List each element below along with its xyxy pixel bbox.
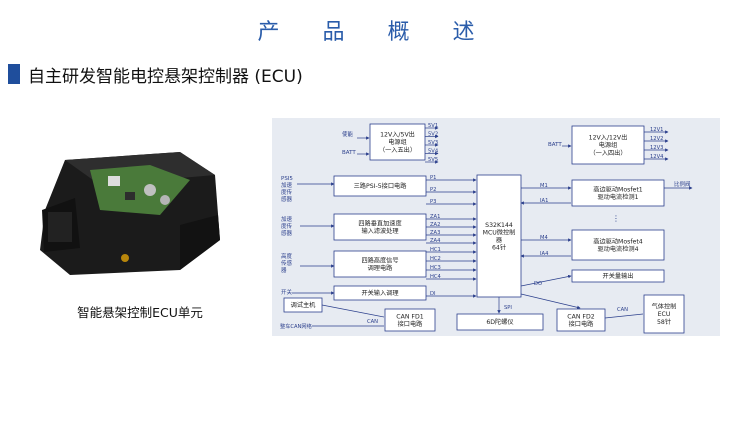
valve-label: 比例阀 (674, 180, 691, 188)
debug-host-label: 调试主机 (291, 301, 317, 309)
vehicle-can-label: 整车CAN网络 (280, 322, 312, 330)
can-label-1: CAN (367, 319, 378, 325)
p-signal-label: P2 (430, 187, 436, 193)
pump-can-line (604, 313, 644, 319)
debug-can-line (321, 304, 385, 318)
switch-output-label: 开关量输出 (603, 272, 634, 280)
za-signal-label: ZA2 (430, 222, 440, 228)
spi-label: SPI (504, 305, 512, 311)
gyro-6d-label: 6D陀螺仪 (486, 318, 513, 326)
mosfet4-driver-label: 驱动电流检测4 (597, 245, 638, 253)
canfd1-interface-box (384, 308, 436, 332)
za-signal-label: ZA1 (430, 214, 440, 220)
di-signal-label: DI (430, 291, 436, 297)
power-group-left-label: （一入五出） (379, 146, 416, 154)
power-group-right-box (571, 125, 645, 165)
p-signal-label: P3 (430, 199, 436, 205)
power-group-right-label: 电源组 (599, 141, 618, 149)
power-output-label: 5V3 (428, 140, 438, 146)
m1-label: M1 (540, 183, 548, 189)
power-group-left-label: 电源组 (388, 138, 407, 146)
ia4-label: IA4 (540, 251, 549, 257)
batt-label-right: BATT (548, 142, 562, 148)
power-output-label: 5V5 (428, 157, 438, 163)
power12-output-label: 12V1 (650, 127, 663, 133)
switch-input-label: 开关输入调理 (361, 289, 398, 297)
power-group-left-label: 12V入/5V出 (380, 131, 415, 139)
canfd2-interface-label: 接口电路 (569, 320, 595, 328)
pump-ecu-box (643, 294, 685, 334)
height-conditioning-label: 调理电路 (368, 264, 394, 272)
section-marker (8, 64, 20, 84)
accel-filter-label: 输入滤波处理 (361, 227, 398, 235)
height-sensor-label: 器 (281, 267, 287, 274)
psi5-interface-box (333, 175, 427, 197)
switch-label: 开关 (281, 288, 293, 296)
mosfet4-driver-label: 高边驱动Mosfet4 (593, 237, 643, 245)
height-conditioning-box (333, 250, 427, 278)
psi5-interface-label: 三路PSI-5接口电路 (354, 182, 408, 190)
can-label-2: CAN (617, 307, 628, 313)
power12-output-label: 12V2 (650, 136, 663, 142)
do-label: DO (534, 281, 542, 287)
ellipsis-label: ⋮ (612, 214, 620, 223)
height-sensor-label: 高度 (281, 252, 293, 260)
canfd1-interface-label: CAN FD1 (396, 313, 423, 320)
height-sensor-label: 传感 (281, 259, 293, 267)
mosfet1-driver-box (571, 179, 665, 207)
mosfet4-driver-box (571, 229, 665, 261)
power-output-label: 5V1 (428, 123, 438, 129)
mcu-box (476, 174, 522, 298)
power-output-label: 5V4 (428, 149, 439, 155)
height-conditioning-label: 四路高度信号 (361, 256, 398, 264)
accel-filter-label: 四路垂直加速度 (358, 219, 401, 227)
power12-output-label: 12V3 (650, 145, 663, 151)
batt-label-left: BATT (342, 150, 356, 156)
canfd1-interface-label: 接口电路 (398, 320, 424, 328)
power12-output-label: 12V4 (650, 154, 664, 160)
m4-label: M4 (540, 235, 548, 241)
power-output-label: 5V2 (428, 132, 438, 138)
hc-signal-label: HC1 (430, 247, 441, 253)
product-caption: 智能悬架控制ECU单元 (77, 305, 203, 320)
za-signal-label: ZA4 (430, 238, 441, 244)
psi5-sensor-label: 感器 (281, 195, 293, 203)
mosfet1-driver-label: 高边驱动Mosfet1 (593, 185, 643, 193)
za-signal-label: ZA3 (430, 230, 440, 236)
do-line (520, 274, 572, 287)
page-title: 产 品 概 述 (257, 20, 493, 45)
mcu-label: S32K144 (485, 222, 513, 229)
gyro-6d-box (456, 313, 544, 331)
pump-ecu-label: ECU (658, 311, 671, 318)
power-group-left-box (369, 123, 426, 161)
switch-output-box (571, 269, 665, 283)
accel-sensor-label: 感器 (281, 229, 293, 237)
psi5-sensor-label: PSI5 (281, 176, 293, 182)
accel-sensor-label: 加速 (281, 215, 293, 223)
mcu-label: MCU微控制 (483, 228, 516, 236)
hc-signal-label: HC3 (430, 265, 441, 271)
ecu-product-image (40, 152, 220, 275)
p-signal-label: P1 (430, 175, 436, 181)
enable-label: 使能 (342, 130, 354, 138)
section-title: 自主研发智能电控悬架控制器 (ECU) (28, 67, 303, 87)
can2-line (520, 293, 581, 310)
mosfet1-driver-label: 驱动电流检测1 (597, 193, 638, 201)
accel-sensor-label: 度传 (281, 222, 293, 230)
ia1-label: IA1 (540, 198, 548, 204)
psi5-sensor-label: 加速 (281, 181, 293, 189)
power-group-right-label: 12V入/12V出 (589, 134, 628, 142)
power-group-right-label: （一入四出） (589, 149, 626, 157)
mcu-label: 器 (496, 237, 503, 244)
canfd2-interface-label: CAN FD2 (567, 313, 594, 320)
pump-ecu-label: 58针 (657, 318, 671, 326)
hc-signal-label: HC2 (430, 256, 441, 262)
mcu-label: 64针 (492, 244, 506, 252)
hc-signal-label: HC4 (430, 274, 442, 280)
psi5-sensor-label: 度传 (281, 188, 293, 196)
pump-ecu-label: 气体控制 (652, 303, 677, 311)
canfd2-interface-box (556, 308, 606, 332)
